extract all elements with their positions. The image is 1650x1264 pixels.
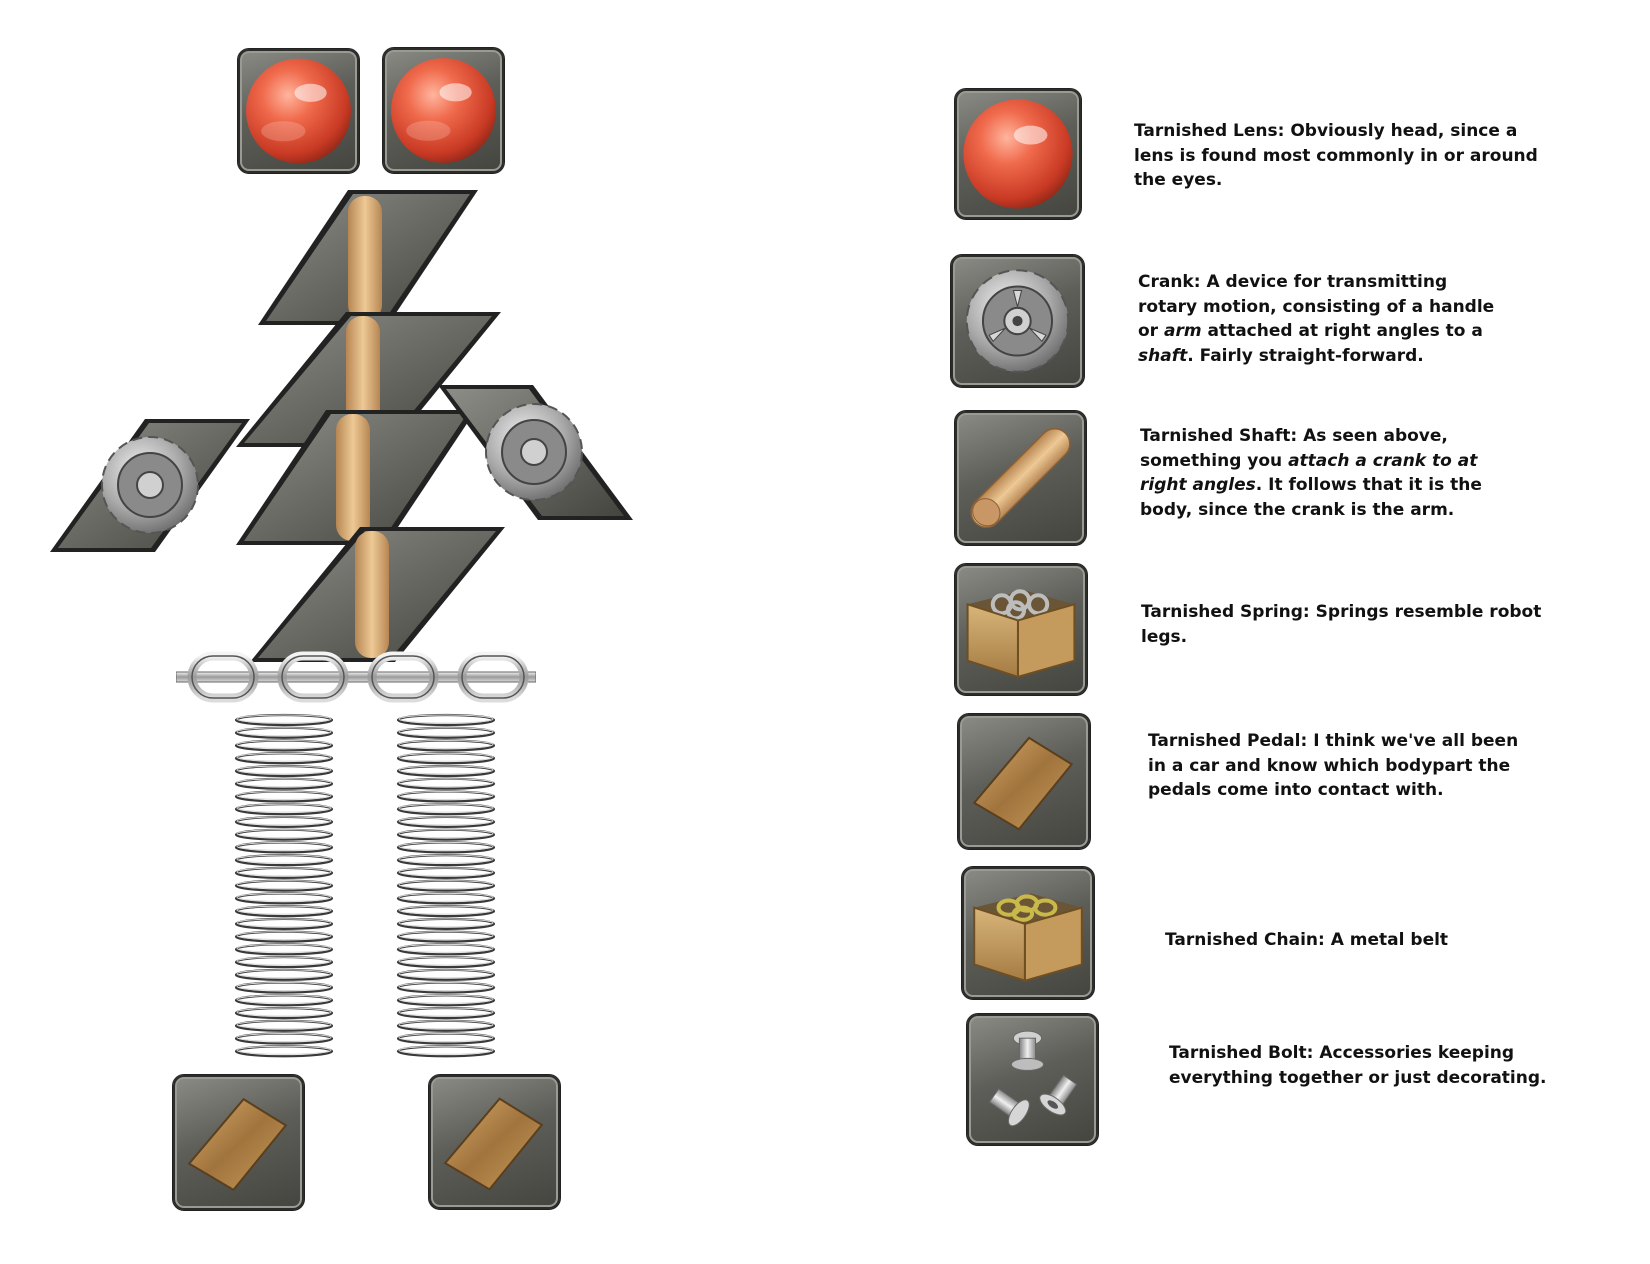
item-name: Tarnished Lens: — [1134, 121, 1285, 141]
gear-crank-icon — [965, 269, 1070, 373]
robot-foot-left-pedal — [172, 1074, 305, 1211]
legend-text-bolt: Tarnished Bolt: Accessories keeping ever… — [1169, 1041, 1589, 1090]
legend-text-pedal: Tarnished Pedal: I think we've all been … — [1148, 729, 1538, 803]
legend-icon-shaft — [954, 410, 1087, 546]
wooden-shaft-icon — [970, 427, 1071, 529]
copper-pedal-icon — [443, 1097, 544, 1191]
wooden-shaft-icon — [250, 527, 505, 662]
legend-text-spring: Tarnished Spring: Springs resemble robot… — [1141, 600, 1561, 649]
item-description: Springs resemble robot legs. — [1141, 602, 1542, 647]
spring-crate-icon — [966, 589, 1076, 679]
gear-crank-icon — [50, 419, 250, 552]
item-description: A metal belt — [1324, 930, 1449, 950]
item-name: Tarnished Bolt: — [1169, 1043, 1314, 1063]
red-lens-icon — [246, 58, 351, 164]
robot-arm-left-crank — [50, 419, 250, 552]
wooden-shaft-icon — [236, 410, 476, 545]
legend-icon-chain — [961, 866, 1095, 1000]
legend-text-crank: Crank: A device for transmitting rotary … — [1138, 270, 1498, 368]
spring-icon — [396, 713, 496, 1058]
robot-eye-right — [382, 47, 505, 174]
item-name: Crank: — [1138, 272, 1201, 292]
robot-belt-chain — [175, 648, 537, 706]
wooden-shaft-icon — [236, 312, 501, 447]
robot-eye-left — [237, 48, 360, 174]
chain-icon — [175, 651, 537, 703]
robot-arm-right-crank — [438, 385, 633, 520]
legend-text-lens: Tarnished Lens: Obviously head, since a … — [1134, 119, 1554, 193]
robot-body-shaft-2 — [236, 312, 501, 447]
robot-foot-right-pedal — [428, 1074, 561, 1210]
gear-crank-icon — [438, 385, 633, 520]
legend-icon-lens — [954, 88, 1082, 220]
item-description: As seen above, something you attach a cr… — [1140, 426, 1482, 520]
copper-pedal-icon — [972, 736, 1074, 831]
item-description: I think we've all been in a car and know… — [1148, 731, 1519, 800]
legend-icon-bolt — [966, 1013, 1099, 1146]
legend-text-chain: Tarnished Chain: A metal belt — [1165, 928, 1545, 953]
robot-leg-right-spring — [394, 708, 498, 1068]
item-description: Accessories keeping everything together … — [1169, 1043, 1547, 1088]
robot-body-shaft-3 — [236, 410, 476, 545]
item-name: Tarnished Spring: — [1141, 602, 1310, 622]
robot-leg-left-spring — [232, 708, 336, 1068]
red-lens-icon — [391, 58, 496, 163]
item-name: Tarnished Chain: — [1165, 930, 1325, 950]
legend-icon-pedal — [957, 713, 1091, 850]
spring-icon — [234, 713, 334, 1058]
item-description: A device for transmitting rotary motion,… — [1138, 272, 1495, 366]
legend-text-shaft: Tarnished Shaft: As seen above, somethin… — [1140, 424, 1515, 522]
item-description: Obviously head, since a lens is found mo… — [1134, 121, 1538, 190]
chain-crate-icon — [973, 893, 1083, 983]
legend-icon-spring — [954, 563, 1088, 696]
bolts-icon — [988, 1030, 1078, 1127]
item-name: Tarnished Pedal: — [1148, 731, 1308, 751]
red-lens-icon — [963, 99, 1073, 209]
robot-body-shaft-4 — [250, 527, 505, 662]
item-name: Tarnished Shaft: — [1140, 426, 1298, 446]
legend-icon-crank — [950, 254, 1085, 388]
robot-body-shaft-1 — [258, 190, 478, 325]
copper-pedal-icon — [187, 1097, 288, 1192]
wooden-shaft-icon — [258, 190, 478, 325]
